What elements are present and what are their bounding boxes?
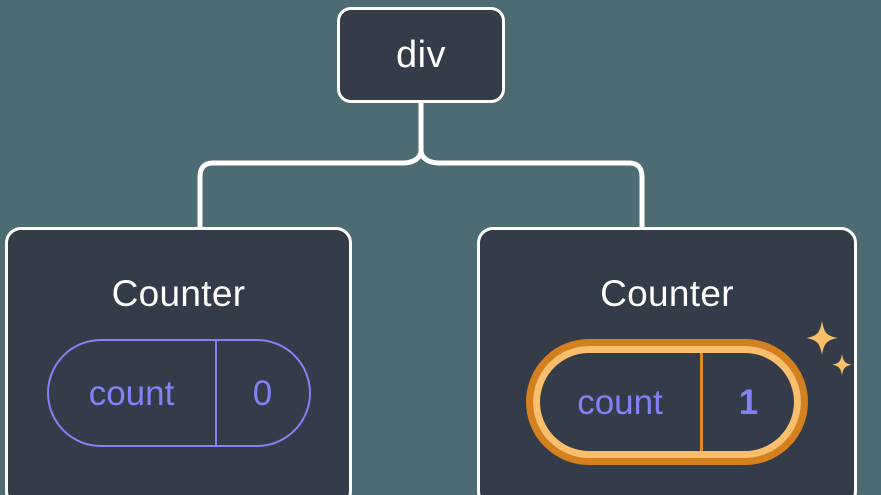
sparkle-small-icon — [832, 354, 852, 376]
counter-left-state-value: 0 — [252, 373, 273, 413]
sparkle-large-icon — [806, 321, 838, 355]
counter-left-state-pill[interactable]: count 0 — [46, 339, 311, 447]
counter-left-title: Counter — [111, 273, 246, 314]
counter-left-state-key: count — [49, 341, 217, 445]
counter-right-state-pill: count 1 — [533, 346, 801, 458]
counter-right-state-value: 1 — [738, 382, 759, 422]
sparkle-group — [806, 321, 852, 376]
counter-left-state-wrap: count 0 — [46, 339, 311, 447]
counter-right-state-wrap: count 1 — [526, 321, 852, 465]
counter-right-title: Counter — [600, 273, 734, 314]
node-div[interactable]: div — [337, 7, 505, 103]
counter-right-state-pill-highlight[interactable]: count 1 — [526, 339, 808, 465]
counter-right-state-key: count — [540, 353, 703, 451]
node-counter-right[interactable]: Counter count 1 — [477, 227, 857, 495]
connector-right-branch — [418, 100, 645, 230]
node-div-label: div — [395, 34, 447, 76]
node-counter-left[interactable]: Counter count 0 — [5, 227, 352, 495]
connector-left-branch — [197, 100, 424, 230]
